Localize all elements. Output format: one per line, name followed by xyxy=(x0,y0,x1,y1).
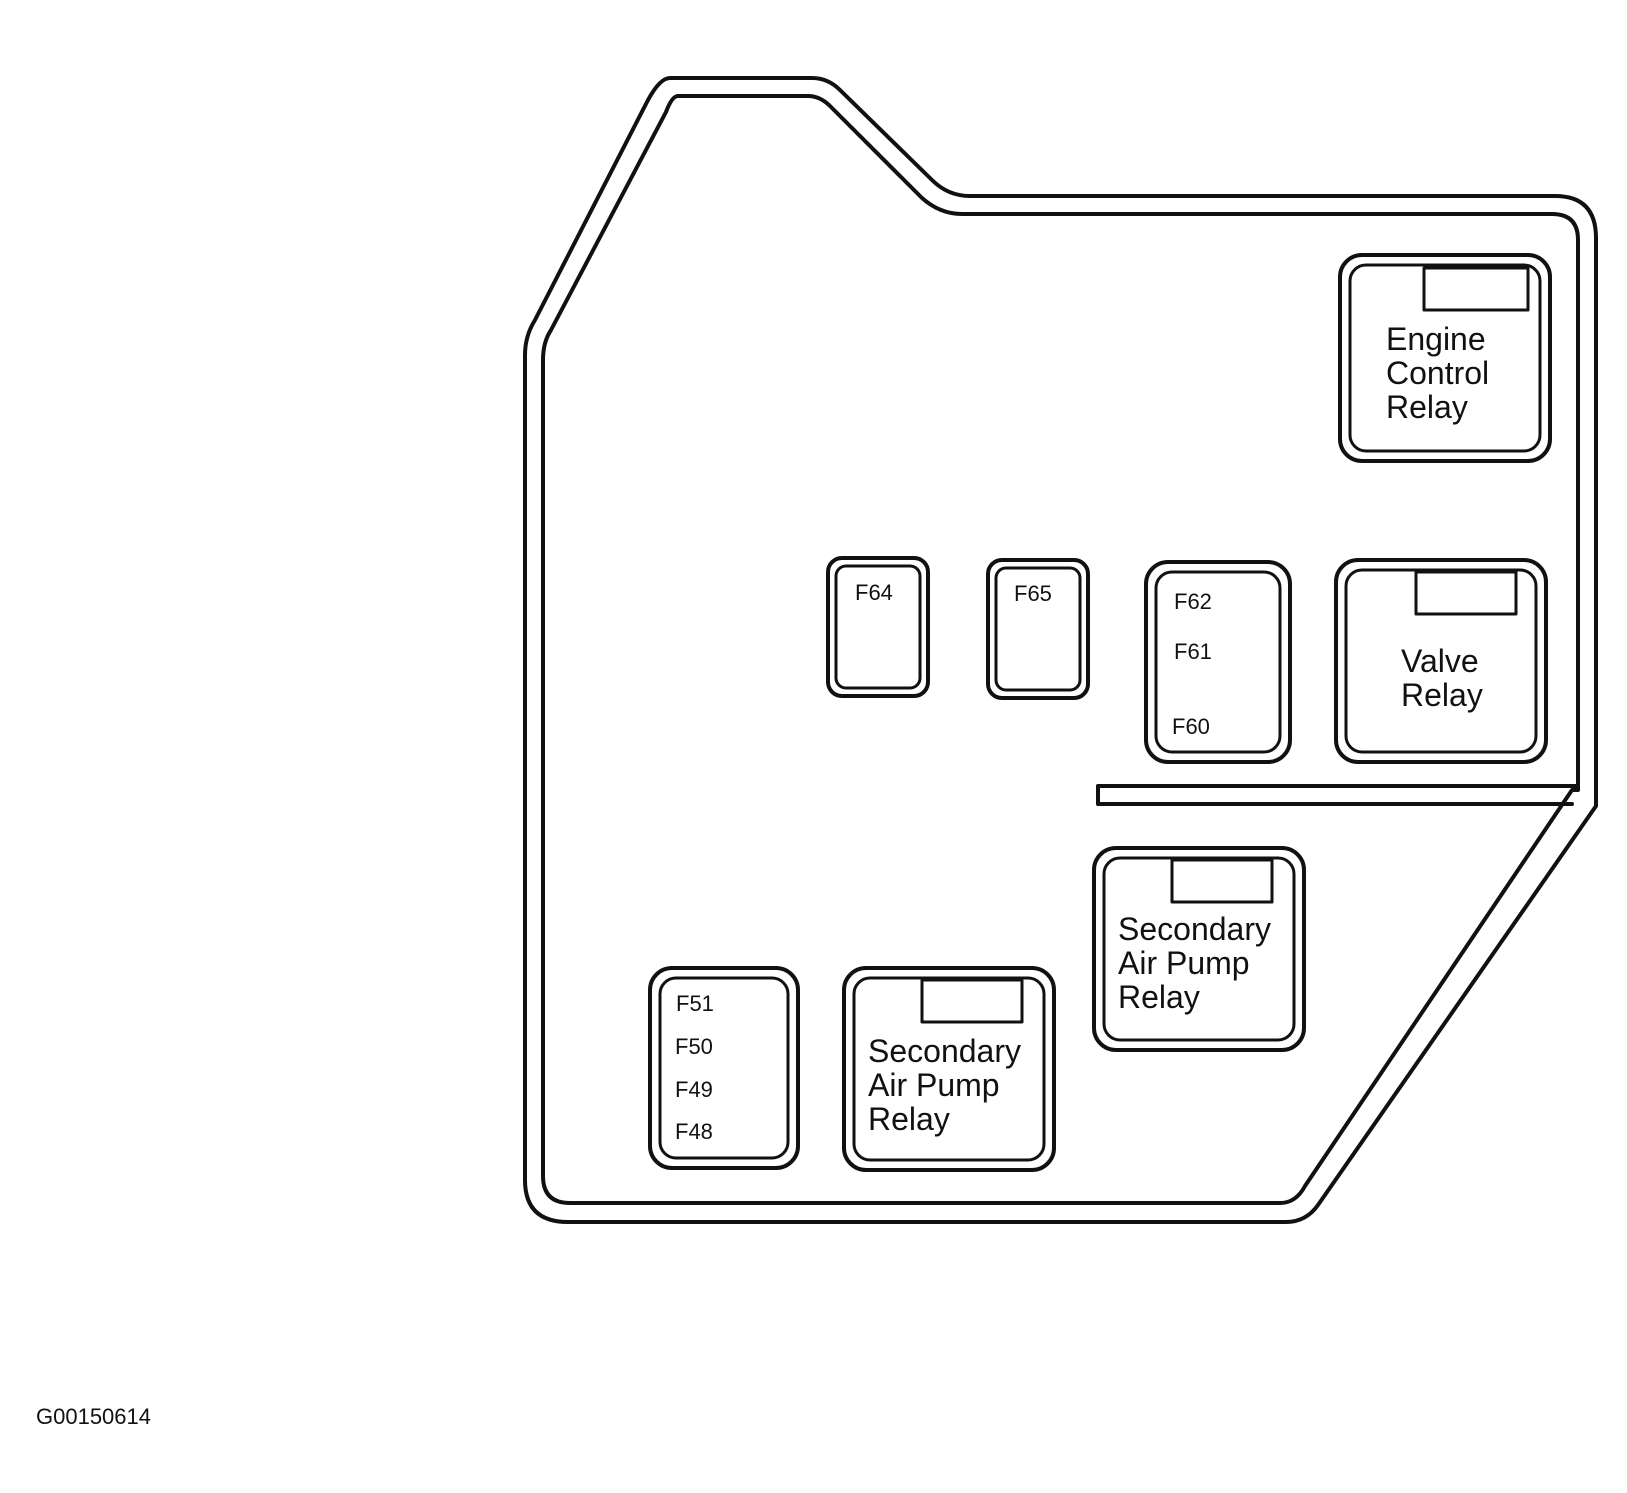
fuse-f65-inner xyxy=(994,566,1082,692)
secondary-air-pump-relay-left[interactable]: Secondary Air Pump Relay xyxy=(842,966,1056,1172)
fuse-group-f60-f62[interactable]: F62 F61 F60 xyxy=(1144,560,1292,764)
secondary-air-pump-relay-right-label-1: Secondary xyxy=(1118,911,1271,947)
engine-control-relay-outer xyxy=(1338,253,1552,463)
fuse-group-f48-f51[interactable]: F51 F50 F49 F48 xyxy=(648,966,800,1170)
fuse-f62-label: F62 xyxy=(1174,589,1212,614)
fuse-f48-label: F48 xyxy=(675,1119,713,1144)
fuse-f64[interactable]: F64 xyxy=(826,556,930,698)
engine-control-relay-inner xyxy=(1348,263,1542,453)
secondary-air-pump-relay-right-label-2: Air Pump xyxy=(1118,945,1250,981)
fuse-group-f48-f51-inner xyxy=(658,976,790,1160)
secondary-air-pump-relay-left-outer xyxy=(842,966,1056,1172)
fuse-f65[interactable]: F65 xyxy=(986,558,1090,700)
secondary-air-pump-relay-right-tab xyxy=(1170,858,1274,904)
engine-control-relay-tab xyxy=(1422,266,1530,312)
engine-control-relay-label-1: Engine xyxy=(1386,321,1486,357)
engine-control-relay[interactable]: Engine Control Relay xyxy=(1338,253,1552,463)
housing-inner-outline xyxy=(541,94,1580,1205)
valve-relay-label-1: Valve xyxy=(1401,643,1479,679)
valve-relay-tab xyxy=(1414,570,1518,616)
fuse-f64-label: F64 xyxy=(855,580,893,605)
secondary-air-pump-relay-left-inner xyxy=(852,976,1046,1162)
fuse-group-f60-f62-outer xyxy=(1144,560,1292,764)
fuse-group-f60-f62-inner xyxy=(1154,570,1282,754)
secondary-air-pump-relay-right[interactable]: Secondary Air Pump Relay xyxy=(1092,846,1306,1052)
housing-outer-outline xyxy=(523,76,1598,1224)
engine-control-relay-label-2: Control xyxy=(1386,355,1489,391)
fuse-box-housing xyxy=(523,76,1598,1224)
valve-relay-outer xyxy=(1334,558,1548,764)
secondary-air-pump-relay-right-label-3: Relay xyxy=(1118,979,1200,1015)
secondary-air-pump-relay-left-label-2: Air Pump xyxy=(868,1067,1000,1103)
valve-relay-label-2: Relay xyxy=(1401,677,1483,713)
fuse-f51-label: F51 xyxy=(676,991,714,1016)
figure-code: G00150614 xyxy=(36,1404,151,1429)
secondary-air-pump-relay-left-label-3: Relay xyxy=(868,1101,950,1137)
fuse-f61-label: F61 xyxy=(1174,639,1212,664)
fuse-group-f48-f51-outer xyxy=(648,966,800,1170)
secondary-air-pump-relay-right-outer xyxy=(1092,846,1306,1052)
secondary-air-pump-relay-left-label-1: Secondary xyxy=(868,1033,1021,1069)
secondary-air-pump-relay-right-inner xyxy=(1102,856,1296,1042)
fuse-f50-label: F50 xyxy=(675,1034,713,1059)
fuse-f64-inner xyxy=(834,564,922,690)
fuse-f65-outer xyxy=(986,558,1090,700)
fuse-f65-label: F65 xyxy=(1014,581,1052,606)
fuse-f64-outer xyxy=(826,556,930,698)
fuse-f60-label: F60 xyxy=(1172,714,1210,739)
valve-relay[interactable]: Valve Relay xyxy=(1334,558,1548,764)
valve-relay-inner xyxy=(1344,568,1538,754)
fuse-f49-label: F49 xyxy=(675,1077,713,1102)
engine-control-relay-label-3: Relay xyxy=(1386,389,1468,425)
divider-rail xyxy=(1096,784,1580,806)
secondary-air-pump-relay-left-tab xyxy=(920,978,1024,1024)
